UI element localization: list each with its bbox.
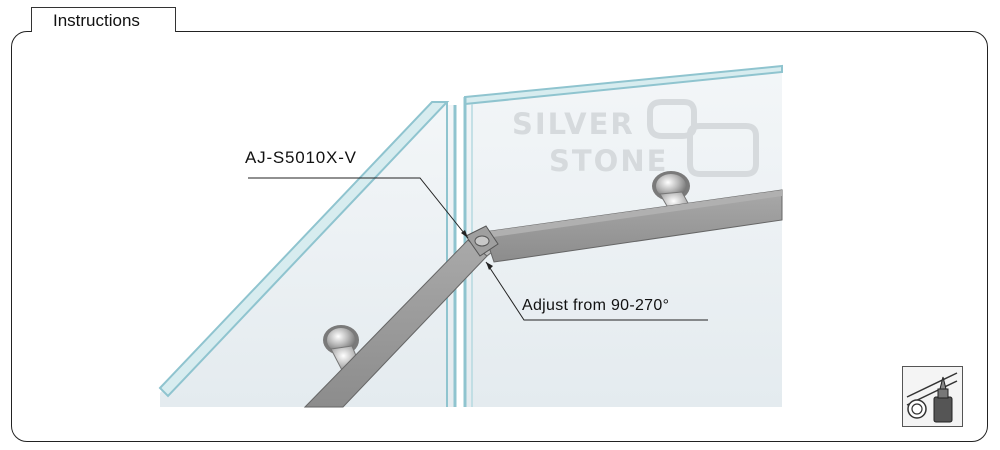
- brand-watermark: SILVER STONE: [512, 99, 759, 178]
- brand-logo-shape-2: [687, 123, 759, 177]
- instructions-tab[interactable]: Instructions: [31, 7, 176, 32]
- brand-line-1: SILVER: [512, 107, 635, 141]
- adjust-angle-label: Adjust from 90-270°: [522, 297, 670, 314]
- leader-lines: [248, 177, 708, 321]
- brand-line-2: STONE: [549, 144, 668, 178]
- model-number-label: AJ-S5010X-V: [245, 148, 357, 167]
- horizontal-handrail: [483, 189, 783, 263]
- adjustable-joint-connector: [465, 225, 499, 257]
- glue-bottle-and-tube-icon: [902, 366, 963, 427]
- instructions-tab-label: Instructions: [53, 11, 140, 30]
- glue-icon-graphic: [906, 372, 958, 423]
- instructions-panel: [11, 31, 988, 442]
